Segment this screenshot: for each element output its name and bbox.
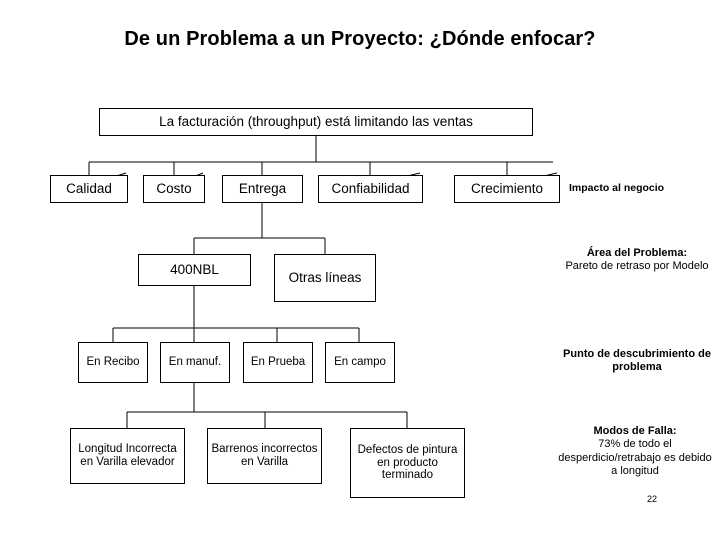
annotation-impacto-al-negocio: Impacto al negocio: [569, 182, 665, 194]
node-defectos-pintura[interactable]: Defectos de pintura en producto terminad…: [350, 428, 465, 498]
node-400nbl[interactable]: 400NBL: [138, 254, 251, 286]
node-calidad[interactable]: Calidad: [50, 175, 128, 203]
node-label: En Prueba: [250, 356, 306, 369]
node-costo[interactable]: Costo: [143, 175, 205, 203]
node-label: Longitud Incorrecta en Varilla elevador: [78, 443, 177, 468]
node-crecimiento[interactable]: Crecimiento: [454, 175, 560, 203]
node-en-prueba[interactable]: En Prueba: [243, 342, 313, 383]
node-otras-lineas[interactable]: Otras líneas: [274, 254, 376, 302]
node-en-manuf[interactable]: En manuf.: [160, 342, 230, 383]
node-label: Barrenos incorrectos en Varilla: [211, 443, 318, 468]
annotation-punto-descubrimiento: Punto de descubrimiento de problema: [563, 348, 711, 374]
annotation-area-problema-head: Área del Problema:: [586, 247, 688, 259]
annotation-modos-falla: Modos de Falla: 73% de todo el desperdic…: [556, 425, 714, 479]
node-label: Otras líneas: [288, 270, 362, 286]
node-longitud-incorrecta[interactable]: Longitud Incorrecta en Varilla elevador: [70, 428, 185, 484]
annotation-modos-falla-body: 73% de todo el desperdicio/retrabajo es …: [558, 438, 712, 478]
node-label: Calidad: [66, 181, 112, 197]
page-number: 22: [646, 494, 657, 504]
annotation-area-problema-body: Pareto de retraso por Modelo: [565, 260, 709, 273]
annotation-modos-falla-head: Modos de Falla:: [593, 425, 677, 437]
node-label: Confiabilidad: [331, 181, 410, 197]
page-title: De un Problema a un Proyecto: ¿Dónde enf…: [124, 28, 596, 50]
node-entrega[interactable]: Entrega: [222, 175, 303, 203]
node-top-throughput[interactable]: La facturación (throughput) está limitan…: [99, 108, 533, 136]
node-label: 400NBL: [170, 262, 219, 278]
node-label: Entrega: [238, 181, 287, 197]
node-en-campo[interactable]: En campo: [325, 342, 395, 383]
annotation-area-problema: Área del Problema: Pareto de retraso por…: [562, 247, 712, 274]
node-label: En manuf.: [168, 356, 222, 369]
node-en-recibo[interactable]: En Recibo: [78, 342, 148, 383]
node-label: En Recibo: [86, 356, 140, 369]
node-label: Defectos de pintura en producto terminad…: [357, 443, 458, 482]
node-label: Costo: [156, 181, 192, 197]
node-confiabilidad[interactable]: Confiabilidad: [318, 175, 423, 203]
node-label: En campo: [334, 356, 386, 369]
node-label: Crecimiento: [470, 181, 544, 197]
node-barrenos-incorrectos[interactable]: Barrenos incorrectos en Varilla: [207, 428, 322, 484]
node-label: La facturación (throughput) está limitan…: [159, 114, 473, 130]
